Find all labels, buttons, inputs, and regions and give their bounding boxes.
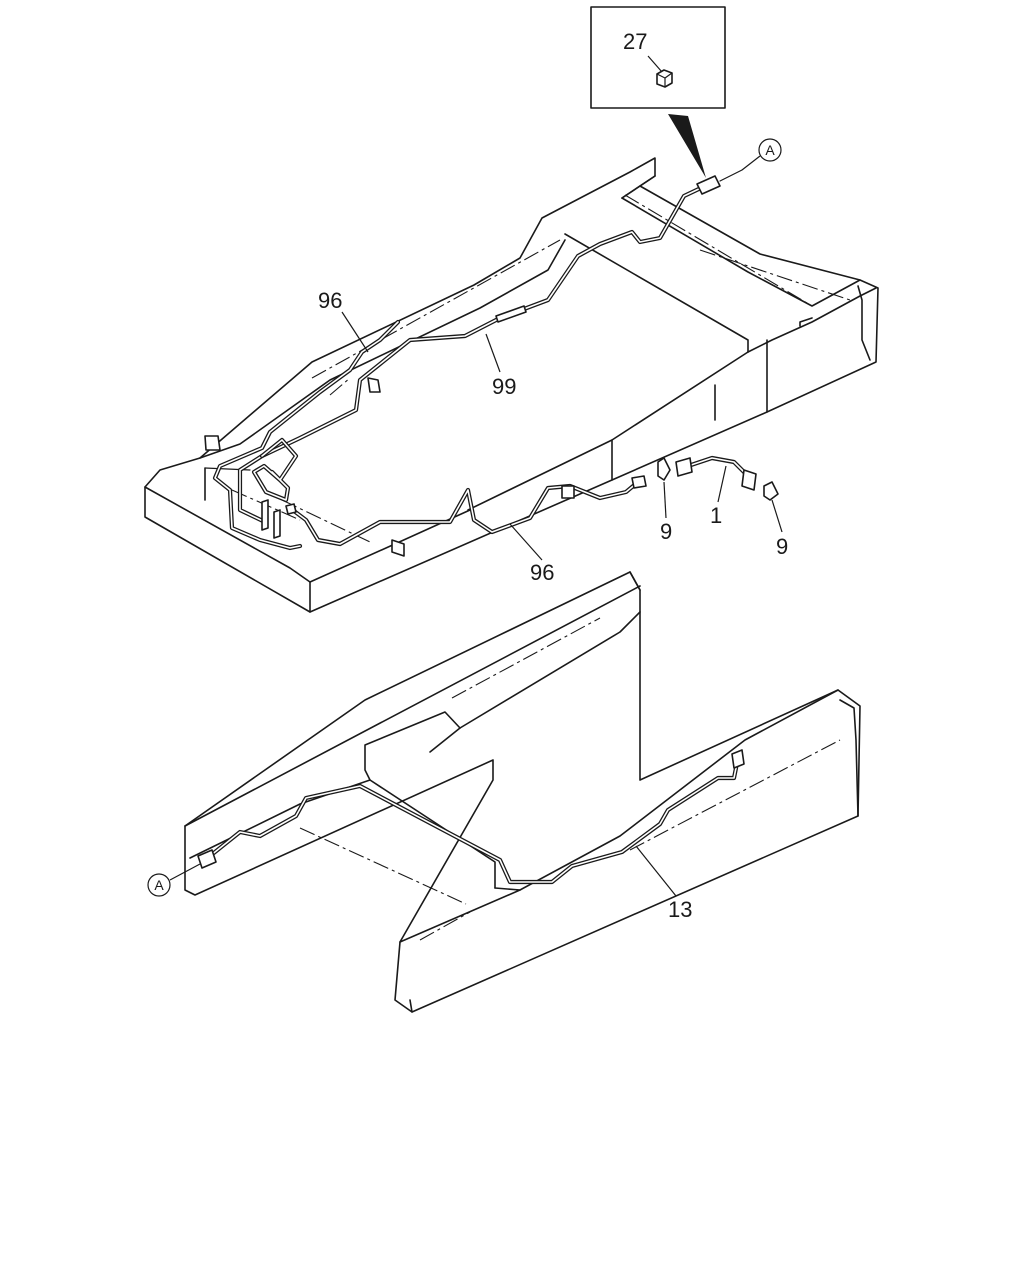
pipe-fitting (495, 305, 527, 323)
callout-96-top: 96 (318, 288, 369, 353)
upper-brake-pipes (204, 169, 743, 557)
lower-brake-pipe (197, 749, 745, 885)
svg-text:96: 96 (530, 560, 554, 585)
svg-text:96: 96 (318, 288, 342, 313)
lower-chassis-frame (184, 571, 861, 1013)
svg-text:A: A (154, 877, 164, 893)
pipe-fitting (197, 849, 217, 869)
svg-text:13: 13 (668, 897, 692, 922)
pipe-fitting (731, 749, 745, 769)
callout-13: 13 (635, 845, 692, 922)
svg-text:99: 99 (492, 374, 516, 399)
pipe-fitting (631, 475, 647, 489)
clip-part-left (657, 457, 671, 481)
pipe-fitting (261, 499, 297, 539)
inset-leader (647, 55, 663, 73)
inset-detail: 27 (590, 6, 726, 178)
svg-text:A: A (765, 142, 775, 158)
connector-ref-bottom: A (147, 863, 201, 897)
inset-pointer (668, 114, 706, 178)
callout-9-right: 9 (771, 499, 788, 559)
svg-text:1: 1 (710, 503, 722, 528)
pipe-fitting (696, 169, 743, 195)
svg-text:9: 9 (776, 534, 788, 559)
callout-1: 1 (710, 465, 727, 528)
callout-9-left: 9 (660, 481, 672, 544)
clip-part-right (763, 481, 779, 501)
pipe-fitting (204, 377, 575, 557)
callout-96-bottom: 96 (509, 523, 554, 585)
flexible-hose-part (675, 455, 757, 491)
fitting-nut-part (656, 69, 673, 88)
inset-label: 27 (623, 29, 647, 54)
callout-99: 99 (485, 333, 516, 399)
connector-ref-top: A (741, 138, 782, 171)
inset-frame (590, 6, 726, 109)
svg-text:9: 9 (660, 519, 672, 544)
